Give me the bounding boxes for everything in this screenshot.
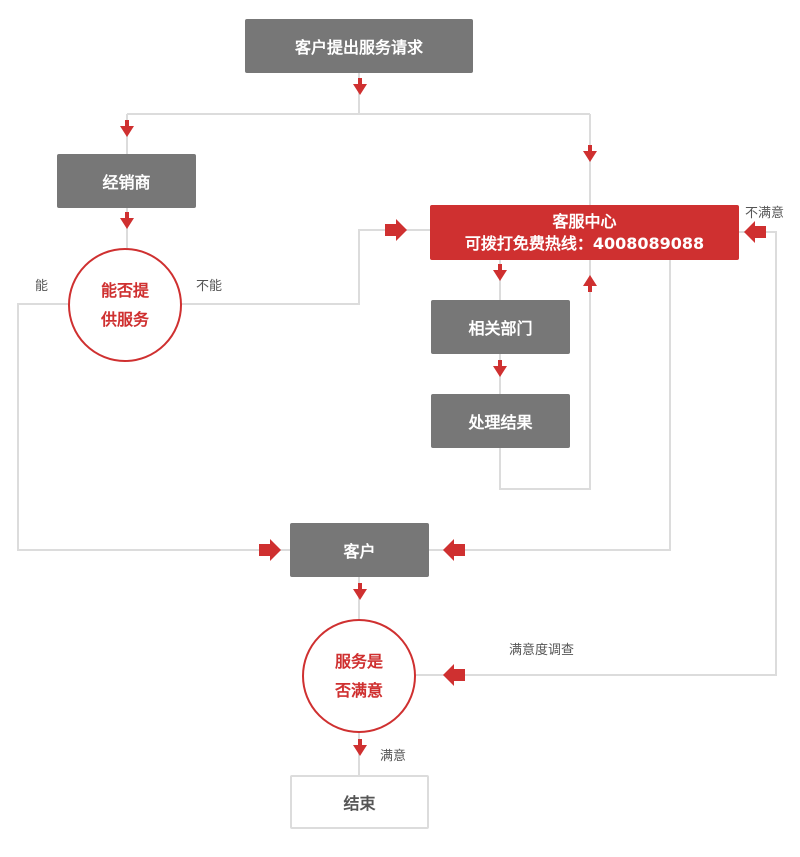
request-label: 客户提出服务请求 bbox=[294, 38, 423, 57]
handle-result-label: 处理结果 bbox=[468, 413, 533, 432]
related-dept-box: 相关部门 bbox=[431, 300, 570, 354]
customer-label: 客户 bbox=[343, 542, 376, 561]
can-serve-line-2: 供服务 bbox=[100, 310, 149, 329]
satisfied-line-2: 否满意 bbox=[334, 681, 383, 700]
arrow-left bbox=[443, 539, 465, 561]
label-survey: 满意度调查 bbox=[509, 643, 575, 658]
can-serve-line-1: 能否提 bbox=[100, 281, 149, 300]
end-label: 结束 bbox=[343, 794, 376, 813]
arrow-down bbox=[353, 739, 367, 756]
related-dept-label: 相关部门 bbox=[468, 319, 533, 338]
arrow-down bbox=[120, 212, 134, 229]
service-center-hotline: 可拨打免费热线：4008089088 bbox=[464, 233, 705, 253]
arrow-up bbox=[583, 275, 597, 292]
handle-result-box: 处理结果 bbox=[431, 394, 570, 448]
request-box: 客户提出服务请求 bbox=[245, 19, 473, 73]
label-cannot: 不能 bbox=[196, 279, 223, 294]
arrow-left bbox=[744, 221, 766, 243]
end-box: 结束 bbox=[290, 775, 429, 829]
label-satisfied: 满意 bbox=[380, 749, 407, 764]
arrow-down bbox=[120, 120, 134, 137]
dealer-label: 经销商 bbox=[102, 173, 151, 192]
dealer-box: 经销商 bbox=[57, 154, 196, 208]
arrow-down bbox=[493, 264, 507, 281]
label-unsatisfied: 不满意 bbox=[745, 206, 785, 221]
customer-box: 客户 bbox=[290, 523, 429, 577]
arrow-down bbox=[353, 78, 367, 95]
satisfied-line-1: 服务是 bbox=[334, 652, 383, 671]
arrow-down bbox=[493, 360, 507, 377]
arrow-left bbox=[443, 664, 465, 686]
arrow-down bbox=[583, 145, 597, 162]
service-center-title: 客服中心 bbox=[552, 211, 617, 231]
arrow-down bbox=[353, 583, 367, 600]
arrow-right bbox=[259, 539, 281, 561]
service-center-box: 客服中心 可拨打免费热线：4008089088 bbox=[430, 205, 739, 260]
arrow-right bbox=[385, 219, 407, 241]
can-serve-decision: 能否提 供服务 bbox=[68, 248, 182, 362]
label-can: 能 bbox=[35, 279, 49, 294]
satisfied-decision: 服务是 否满意 bbox=[302, 619, 416, 733]
